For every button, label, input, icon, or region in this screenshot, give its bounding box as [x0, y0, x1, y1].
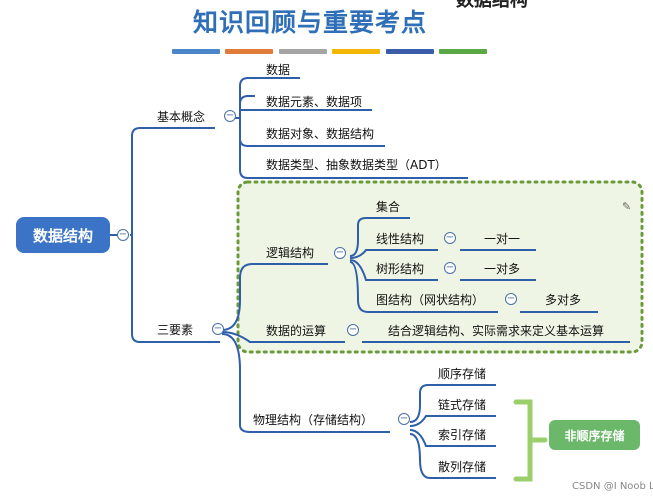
node-data-element[interactable]: 数据元素、数据项	[266, 95, 363, 109]
node-ops-detail[interactable]: 结合逻辑结构、实际需求来定义基本运算	[388, 324, 605, 338]
non-sequential-badge[interactable]: 非顺序存储	[549, 420, 640, 450]
accent-bar-3	[279, 49, 327, 54]
node-linked-storage[interactable]: 链式存储	[438, 398, 487, 412]
collapse-icon-ops[interactable]: −	[347, 324, 359, 336]
highlight-box	[236, 180, 644, 354]
non-sequential-bracket	[513, 399, 548, 482]
node-hashed-storage[interactable]: 散列存储	[438, 460, 487, 474]
accent-bar-5	[386, 49, 434, 54]
node-basic-concepts[interactable]: 基本概念	[157, 110, 206, 124]
node-data-operations[interactable]: 数据的运算	[266, 324, 327, 338]
node-indexed-storage[interactable]: 索引存储	[438, 428, 487, 442]
node-one-to-many[interactable]: 一对多	[484, 262, 521, 276]
watermark: CSDN @I Noob Lu	[572, 481, 653, 492]
node-graph-structure[interactable]: 图结构（网状结构）	[376, 293, 485, 307]
node-sequential-storage[interactable]: 顺序存储	[438, 367, 487, 381]
collapse-icon-graph[interactable]: −	[505, 293, 517, 305]
node-linear-structure[interactable]: 线性结构	[376, 232, 425, 246]
node-tree-structure[interactable]: 树形结构	[376, 262, 425, 276]
node-physical-structure[interactable]: 物理结构（存储结构）	[253, 413, 374, 427]
title-tail: 数据结构	[456, 0, 528, 11]
collapse-icon-linear[interactable]: −	[444, 232, 456, 244]
collapse-icon-tree[interactable]: −	[444, 262, 456, 274]
collapse-icon-three[interactable]: −	[212, 323, 224, 335]
page-title: 知识回顾与重要考点	[193, 8, 428, 37]
node-data[interactable]: 数据	[266, 63, 291, 77]
node-set[interactable]: 集合	[376, 200, 401, 214]
collapse-icon-physical[interactable]: −	[398, 413, 410, 425]
node-data-type[interactable]: 数据类型、抽象数据类型（ADT）	[266, 158, 447, 172]
node-one-to-one[interactable]: 一对一	[484, 232, 521, 246]
accent-bar-6	[439, 49, 487, 54]
accent-bar-4	[332, 49, 380, 54]
edit-icon[interactable]: ✎	[622, 200, 632, 213]
node-logical-structure[interactable]: 逻辑结构	[266, 246, 315, 260]
collapse-icon-logic[interactable]: −	[334, 247, 346, 259]
collapse-icon-root[interactable]: −	[117, 229, 129, 241]
accent-bar-2	[225, 49, 273, 54]
accent-bar-1	[172, 49, 220, 54]
root-node[interactable]: 数据结构	[16, 217, 110, 253]
node-data-object[interactable]: 数据对象、数据结构	[266, 127, 375, 141]
node-three-elements[interactable]: 三要素	[157, 323, 194, 337]
node-many-to-many[interactable]: 多对多	[545, 293, 582, 307]
collapse-icon-basic[interactable]: −	[224, 110, 236, 122]
